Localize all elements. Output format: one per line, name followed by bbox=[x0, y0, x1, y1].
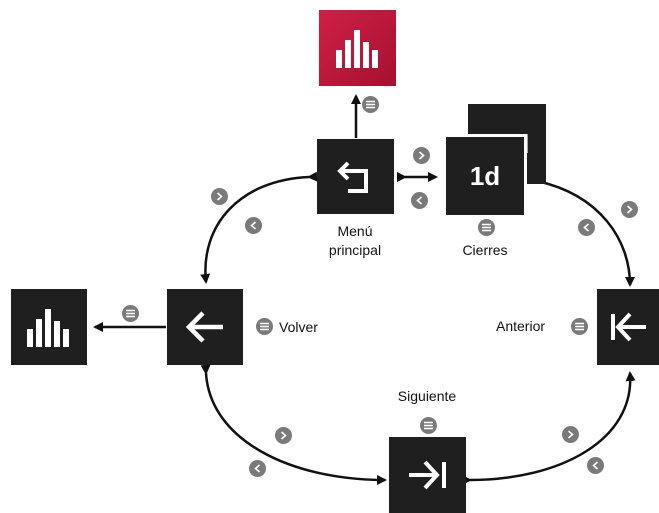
menu-button[interactable] bbox=[122, 305, 139, 322]
closures-front-text: 1d bbox=[469, 160, 501, 191]
menu-button[interactable] bbox=[420, 417, 437, 434]
arrow-right-to-bar-icon bbox=[408, 460, 446, 490]
arrow-next-previous bbox=[461, 371, 636, 486]
arrow-left-icon bbox=[185, 311, 223, 343]
arrow-closures-previous bbox=[536, 179, 635, 287]
back-label: Volver bbox=[279, 319, 318, 335]
next-button[interactable] bbox=[275, 427, 292, 444]
chevron-right-icon bbox=[216, 192, 223, 201]
chevron-left-icon bbox=[254, 464, 261, 473]
menu-lines-icon bbox=[575, 322, 584, 331]
menu-lines-icon bbox=[366, 100, 375, 109]
prev-button[interactable] bbox=[245, 217, 262, 234]
prev-button[interactable] bbox=[587, 457, 604, 474]
main-menu-label: Menú principal bbox=[328, 223, 382, 258]
chevron-left-icon bbox=[416, 196, 423, 205]
arrow-left-to-bar-icon bbox=[611, 312, 646, 342]
chevron-right-icon bbox=[567, 430, 574, 439]
next-button[interactable] bbox=[621, 201, 638, 218]
next-button[interactable] bbox=[562, 426, 579, 443]
prev-button[interactable] bbox=[411, 192, 428, 209]
next-label: Siguiente bbox=[397, 388, 457, 404]
arrow-menu-back bbox=[200, 171, 318, 284]
chart-tile-dark[interactable] bbox=[11, 289, 87, 365]
prev-button[interactable] bbox=[578, 219, 595, 236]
main-menu-tile[interactable] bbox=[317, 139, 394, 214]
bar-chart-icon bbox=[335, 30, 378, 68]
chart-tile-red[interactable] bbox=[319, 10, 396, 86]
menu-lines-icon bbox=[260, 322, 269, 331]
menu-button[interactable] bbox=[571, 318, 588, 335]
closures-tile[interactable]: 1d bbox=[446, 137, 524, 215]
next-button[interactable] bbox=[211, 188, 228, 205]
chevron-right-icon bbox=[626, 205, 633, 214]
return-arrow-icon bbox=[336, 161, 368, 193]
closures-label: Cierres bbox=[462, 242, 508, 258]
next-tile[interactable] bbox=[389, 437, 466, 513]
chevron-left-icon bbox=[250, 221, 257, 230]
menu-lines-icon bbox=[424, 421, 433, 430]
chevron-left-icon bbox=[592, 461, 599, 470]
menu-button[interactable] bbox=[478, 219, 495, 236]
arrow-back-next bbox=[200, 364, 387, 485]
menu-lines-icon bbox=[482, 223, 491, 232]
chevron-right-icon bbox=[418, 151, 425, 160]
menu-button[interactable] bbox=[362, 96, 379, 113]
bar-chart-icon bbox=[27, 309, 69, 347]
chevron-left-icon bbox=[583, 223, 590, 232]
next-button[interactable] bbox=[413, 147, 430, 164]
prev-button[interactable] bbox=[249, 460, 266, 477]
previous-label: Anterior bbox=[496, 318, 546, 334]
back-tile[interactable] bbox=[167, 289, 243, 365]
menu-button[interactable] bbox=[256, 318, 273, 335]
menu-lines-icon bbox=[126, 309, 135, 318]
previous-tile[interactable] bbox=[597, 289, 659, 365]
chevron-right-icon bbox=[280, 431, 287, 440]
